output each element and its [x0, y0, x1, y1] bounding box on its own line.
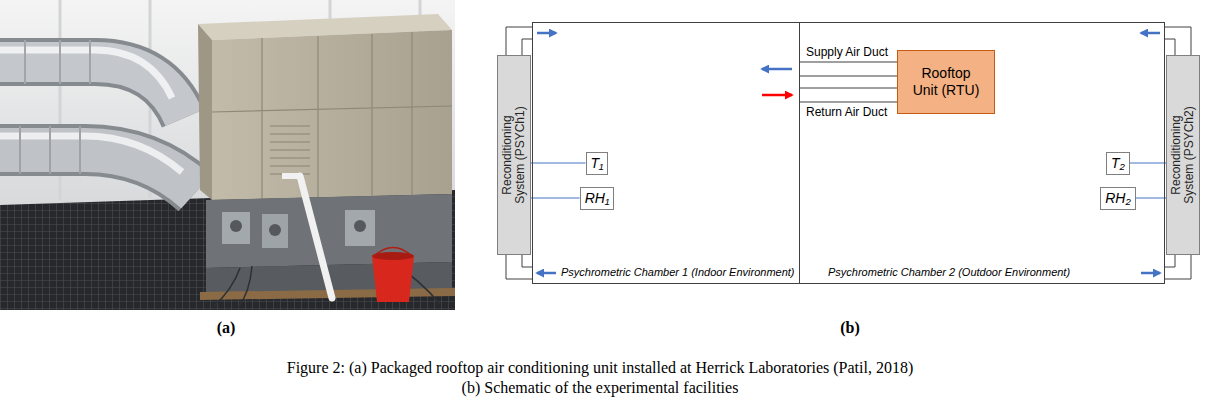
node-label: RH₂ — [1105, 190, 1131, 207]
node-label: T₂ — [1111, 155, 1125, 172]
floor-grating — [0, 190, 455, 310]
chamber-label: Psychrometric Chamber 2 (Outdoor Environ… — [828, 266, 1070, 279]
air-duct-connector — [762, 88, 897, 102]
duct-rib — [20, 126, 80, 174]
duct-wall — [1165, 255, 1191, 279]
panel-seam — [212, 32, 452, 199]
duct-wall — [1165, 255, 1175, 267]
duct-wall — [800, 62, 897, 63]
flow-arrow — [537, 272, 556, 275]
control-box — [345, 210, 375, 246]
figure-caption: Figure 2: (a) Packaged rooftop air condi… — [281, 358, 919, 398]
subfigure-label: (b) — [840, 318, 860, 338]
gauge — [230, 220, 242, 232]
subfigure-label: (a) — [217, 318, 236, 338]
duct-wall — [800, 76, 897, 77]
node-label: Reconditioning System (PSYCh1) — [501, 99, 527, 211]
rotated-text-holder: Reconditioning System (PSYCh1) — [497, 55, 531, 255]
node-label: RH₁ — [585, 190, 610, 207]
duct-wall — [800, 102, 897, 103]
duct-wall — [1165, 27, 1191, 55]
sensor-box: RH₂ — [1100, 187, 1136, 210]
edge-group — [506, 27, 1191, 279]
sensor-box: T₂ — [1106, 152, 1130, 175]
chamber-box: Psychrometric Chamber 1 (Indoor Environm… — [532, 22, 800, 284]
air-duct-connector — [762, 62, 897, 76]
red-bucket — [372, 256, 414, 302]
duct-wall — [800, 88, 897, 89]
air-duct-connector — [1141, 255, 1191, 279]
duct-highlight — [0, 136, 182, 172]
chamber-box: Psychrometric Chamber 2 (Outdoor Environ… — [799, 22, 1165, 284]
sensor-line — [531, 163, 586, 164]
flow-arrow — [537, 32, 556, 35]
bucket-handle — [373, 248, 413, 258]
sensor-wire — [531, 163, 586, 164]
air-duct-connector — [506, 27, 556, 55]
duct-wall — [506, 27, 532, 55]
node-label: Rooftop Unit (RTU) — [908, 65, 984, 99]
duct-wall — [1165, 39, 1175, 55]
flow-arrow — [1141, 272, 1160, 275]
sensor-line — [531, 198, 580, 199]
duct-rib — [25, 40, 90, 84]
sensor-wire — [531, 198, 580, 199]
sensor-wire — [1136, 198, 1166, 199]
duct-label: Return Air Duct — [805, 105, 888, 119]
gauge — [269, 224, 281, 236]
air-duct-connector — [1141, 27, 1191, 55]
sensor-box: T₁ — [586, 152, 609, 175]
flow-arrow — [762, 68, 792, 71]
base-frame — [206, 194, 452, 268]
rooftop-unit-box: Rooftop Unit (RTU) — [897, 50, 995, 114]
gauge — [354, 220, 366, 232]
chamber-label: Psychrometric Chamber 1 (Indoor Environm… — [561, 266, 795, 279]
reconditioning-box: Reconditioning System (PSYCh2) — [1166, 55, 1200, 255]
flow-arrow — [1141, 32, 1160, 35]
duct-wall — [522, 39, 532, 55]
sensor-line — [1136, 198, 1166, 199]
node-label: Reconditioning System (PSYCh2) — [1170, 99, 1196, 211]
cabinet-front — [212, 30, 452, 200]
duct-wall — [506, 255, 532, 279]
drain-pipe — [300, 176, 332, 298]
cabinet-side — [198, 24, 212, 200]
node-label: T₁ — [591, 155, 604, 172]
louver — [270, 126, 310, 174]
sensor-wire — [1130, 163, 1166, 164]
duct-wall — [522, 255, 532, 267]
control-box — [222, 212, 250, 244]
rooftop-unit-photo — [0, 0, 455, 310]
rotated-text-holder: Reconditioning System (PSYCh2) — [1166, 55, 1200, 255]
air-duct-connector — [506, 255, 556, 279]
flow-arrow — [762, 94, 792, 97]
sensor-line — [1130, 163, 1166, 164]
duct-label: Supply Air Duct — [805, 45, 889, 59]
sensor-box: RH₁ — [580, 187, 615, 210]
reconditioning-box: Reconditioning System (PSYCh1) — [497, 55, 531, 255]
control-box — [262, 214, 288, 248]
